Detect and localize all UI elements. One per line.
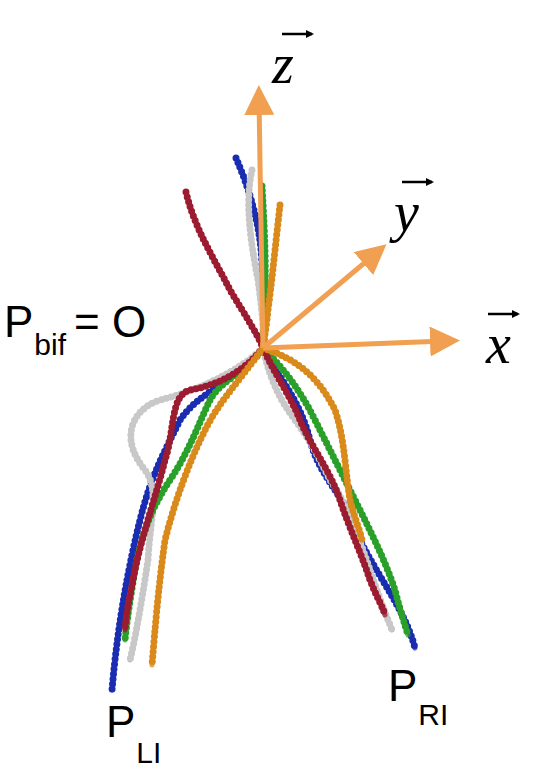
- vector-arrow: [402, 181, 432, 184]
- vector-arrows: [282, 34, 518, 314]
- centerline: [263, 348, 385, 615]
- centerline-beads: [125, 348, 263, 640]
- centerline: [125, 348, 263, 640]
- centerline: [112, 348, 263, 690]
- point-label: P: [388, 664, 417, 708]
- vector-arrow: [282, 33, 312, 36]
- x-axis: [263, 341, 445, 348]
- y-axis: [263, 254, 375, 348]
- centerline-beads: [263, 348, 415, 648]
- centerline: [263, 348, 362, 540]
- point-subscript: bif: [34, 330, 66, 360]
- centerline-beads: [186, 192, 263, 348]
- point-label: = O: [74, 300, 146, 344]
- centerline-beads: [263, 348, 362, 540]
- centerline-beads: [112, 348, 263, 690]
- axis-label: y: [394, 184, 419, 240]
- centerline: [152, 348, 263, 665]
- point-subscript: RI: [418, 700, 448, 730]
- centerline-beads: [152, 348, 263, 665]
- centerline: [263, 348, 392, 630]
- axes: [259, 100, 445, 348]
- centerline-beads: [263, 348, 392, 630]
- point-label: P: [106, 700, 135, 744]
- centerline: [263, 348, 415, 648]
- centerline: [186, 192, 263, 348]
- axis-label: z: [272, 36, 294, 92]
- centerline-beads: [263, 348, 385, 615]
- vector-arrow: [488, 313, 518, 316]
- centerline-beads: [263, 205, 280, 348]
- centerline: [263, 348, 408, 635]
- axis-label: x: [486, 316, 511, 372]
- centerline: [263, 205, 280, 348]
- centerline-beads: [125, 348, 263, 630]
- point-label: P: [4, 300, 33, 344]
- z-axis: [259, 100, 263, 348]
- point-subscript: LI: [136, 738, 161, 768]
- centerline: [125, 348, 263, 630]
- centerline-beads: [263, 348, 408, 635]
